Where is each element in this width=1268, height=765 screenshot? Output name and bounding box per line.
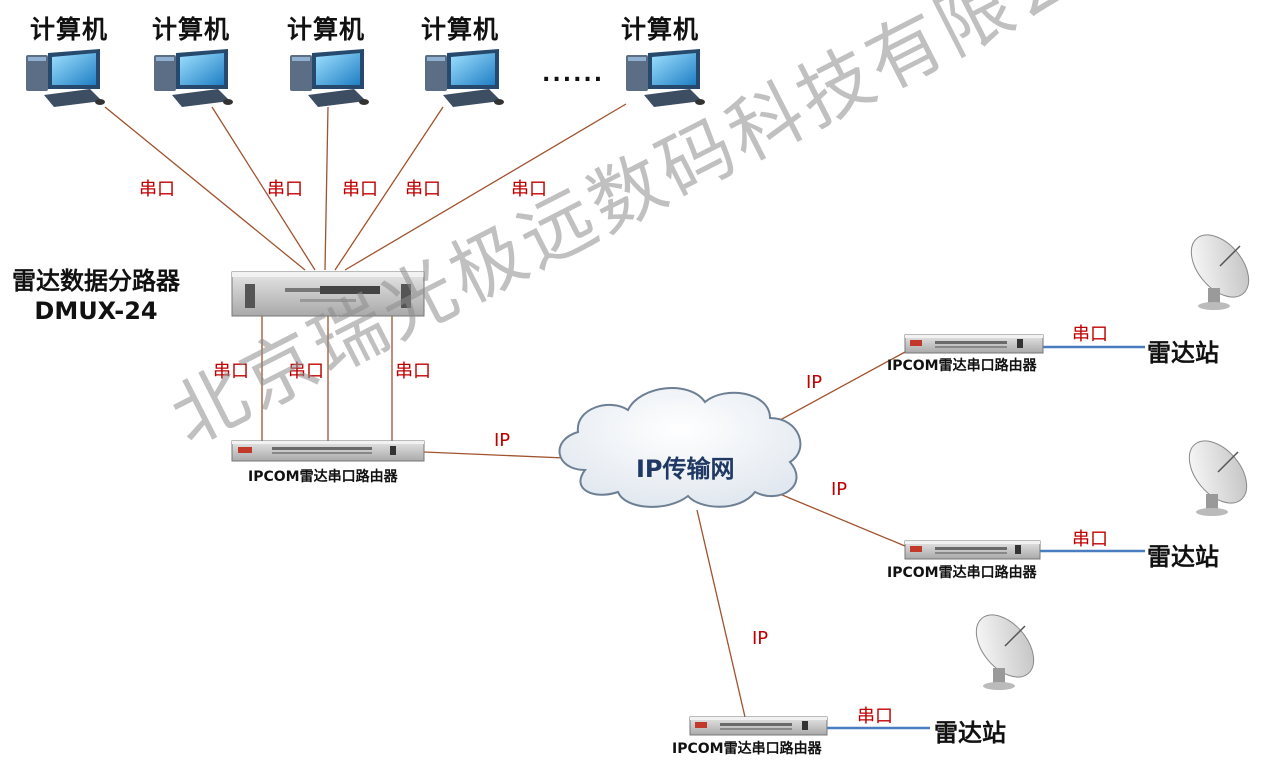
serial-link-label: 串口 xyxy=(405,179,441,200)
dmux-device-icon xyxy=(231,271,425,317)
ip-network-label: IP传输网 xyxy=(636,455,735,483)
more-computers-ellipsis: ...... xyxy=(542,62,605,87)
dmux-model: DMUX-24 xyxy=(34,297,158,325)
radar-dish-icon xyxy=(975,614,1035,690)
radar-station-label: 雷达站 xyxy=(934,719,1006,747)
serial-link-label: 串口 xyxy=(1072,529,1108,550)
radar-station-label: 雷达站 xyxy=(1147,339,1219,367)
computer-icon xyxy=(626,49,705,107)
computer-icon xyxy=(290,49,369,107)
serial-link-label: 串口 xyxy=(288,361,324,382)
router-device-icon xyxy=(904,540,1041,560)
ip-link-label: IP xyxy=(752,628,769,649)
links xyxy=(104,103,1145,730)
link-cloud-radar-2 xyxy=(774,491,906,547)
serial-link-label: 串口 xyxy=(395,361,431,382)
computer-icon xyxy=(154,49,233,107)
dmux-name: 雷达数据分路器 xyxy=(12,267,180,295)
computer-label: 计算机 xyxy=(30,15,109,44)
computer-label: 计算机 xyxy=(287,15,366,44)
link-pc3-dmux xyxy=(324,106,329,271)
computer-icon xyxy=(26,49,105,107)
serial-link-label: 串口 xyxy=(511,179,547,200)
dmux-label: 雷达数据分路器 DMUX-24 xyxy=(12,266,180,326)
computer-label: 计算机 xyxy=(421,15,500,44)
link-pc1-dmux xyxy=(104,106,306,271)
link-pc4-dmux xyxy=(334,106,444,271)
router-label: IPCOM雷达串口路由器 xyxy=(248,469,398,485)
router-device-icon xyxy=(689,716,828,736)
link-cloud-radar-3 xyxy=(696,509,746,718)
router-device-icon xyxy=(904,334,1044,354)
radar-dish-icon xyxy=(1188,440,1248,516)
radar-station-label: 雷达站 xyxy=(1147,543,1219,571)
computer-label: 计算机 xyxy=(621,15,700,44)
serial-link-label: 串口 xyxy=(213,361,249,382)
computer-icons xyxy=(26,49,705,107)
serial-link-label: 串口 xyxy=(857,706,893,727)
ip-link-label: IP xyxy=(806,372,823,393)
router-label: IPCOM雷达串口路由器 xyxy=(887,358,1037,374)
serial-link-label: 串口 xyxy=(267,179,303,200)
link-pc2-dmux xyxy=(211,106,316,271)
ip-link-label: IP xyxy=(494,430,511,451)
cloud-icon xyxy=(558,387,802,508)
router-label: IPCOM雷达串口路由器 xyxy=(887,565,1037,581)
serial-link-label: 串口 xyxy=(1072,324,1108,345)
ip-link-label: IP xyxy=(831,479,848,500)
computer-icon xyxy=(425,49,504,107)
router-device-icon xyxy=(231,440,425,462)
serial-link-label: 串口 xyxy=(342,179,378,200)
radar-dish-icon xyxy=(1190,234,1250,310)
router-label: IPCOM雷达串口路由器 xyxy=(672,741,822,757)
computer-label: 计算机 xyxy=(152,15,231,44)
link-pc5-dmux xyxy=(344,103,627,271)
serial-link-label: 串口 xyxy=(139,179,175,200)
link-cloud-radar-1 xyxy=(757,351,906,433)
link-router-cloud xyxy=(423,451,566,459)
